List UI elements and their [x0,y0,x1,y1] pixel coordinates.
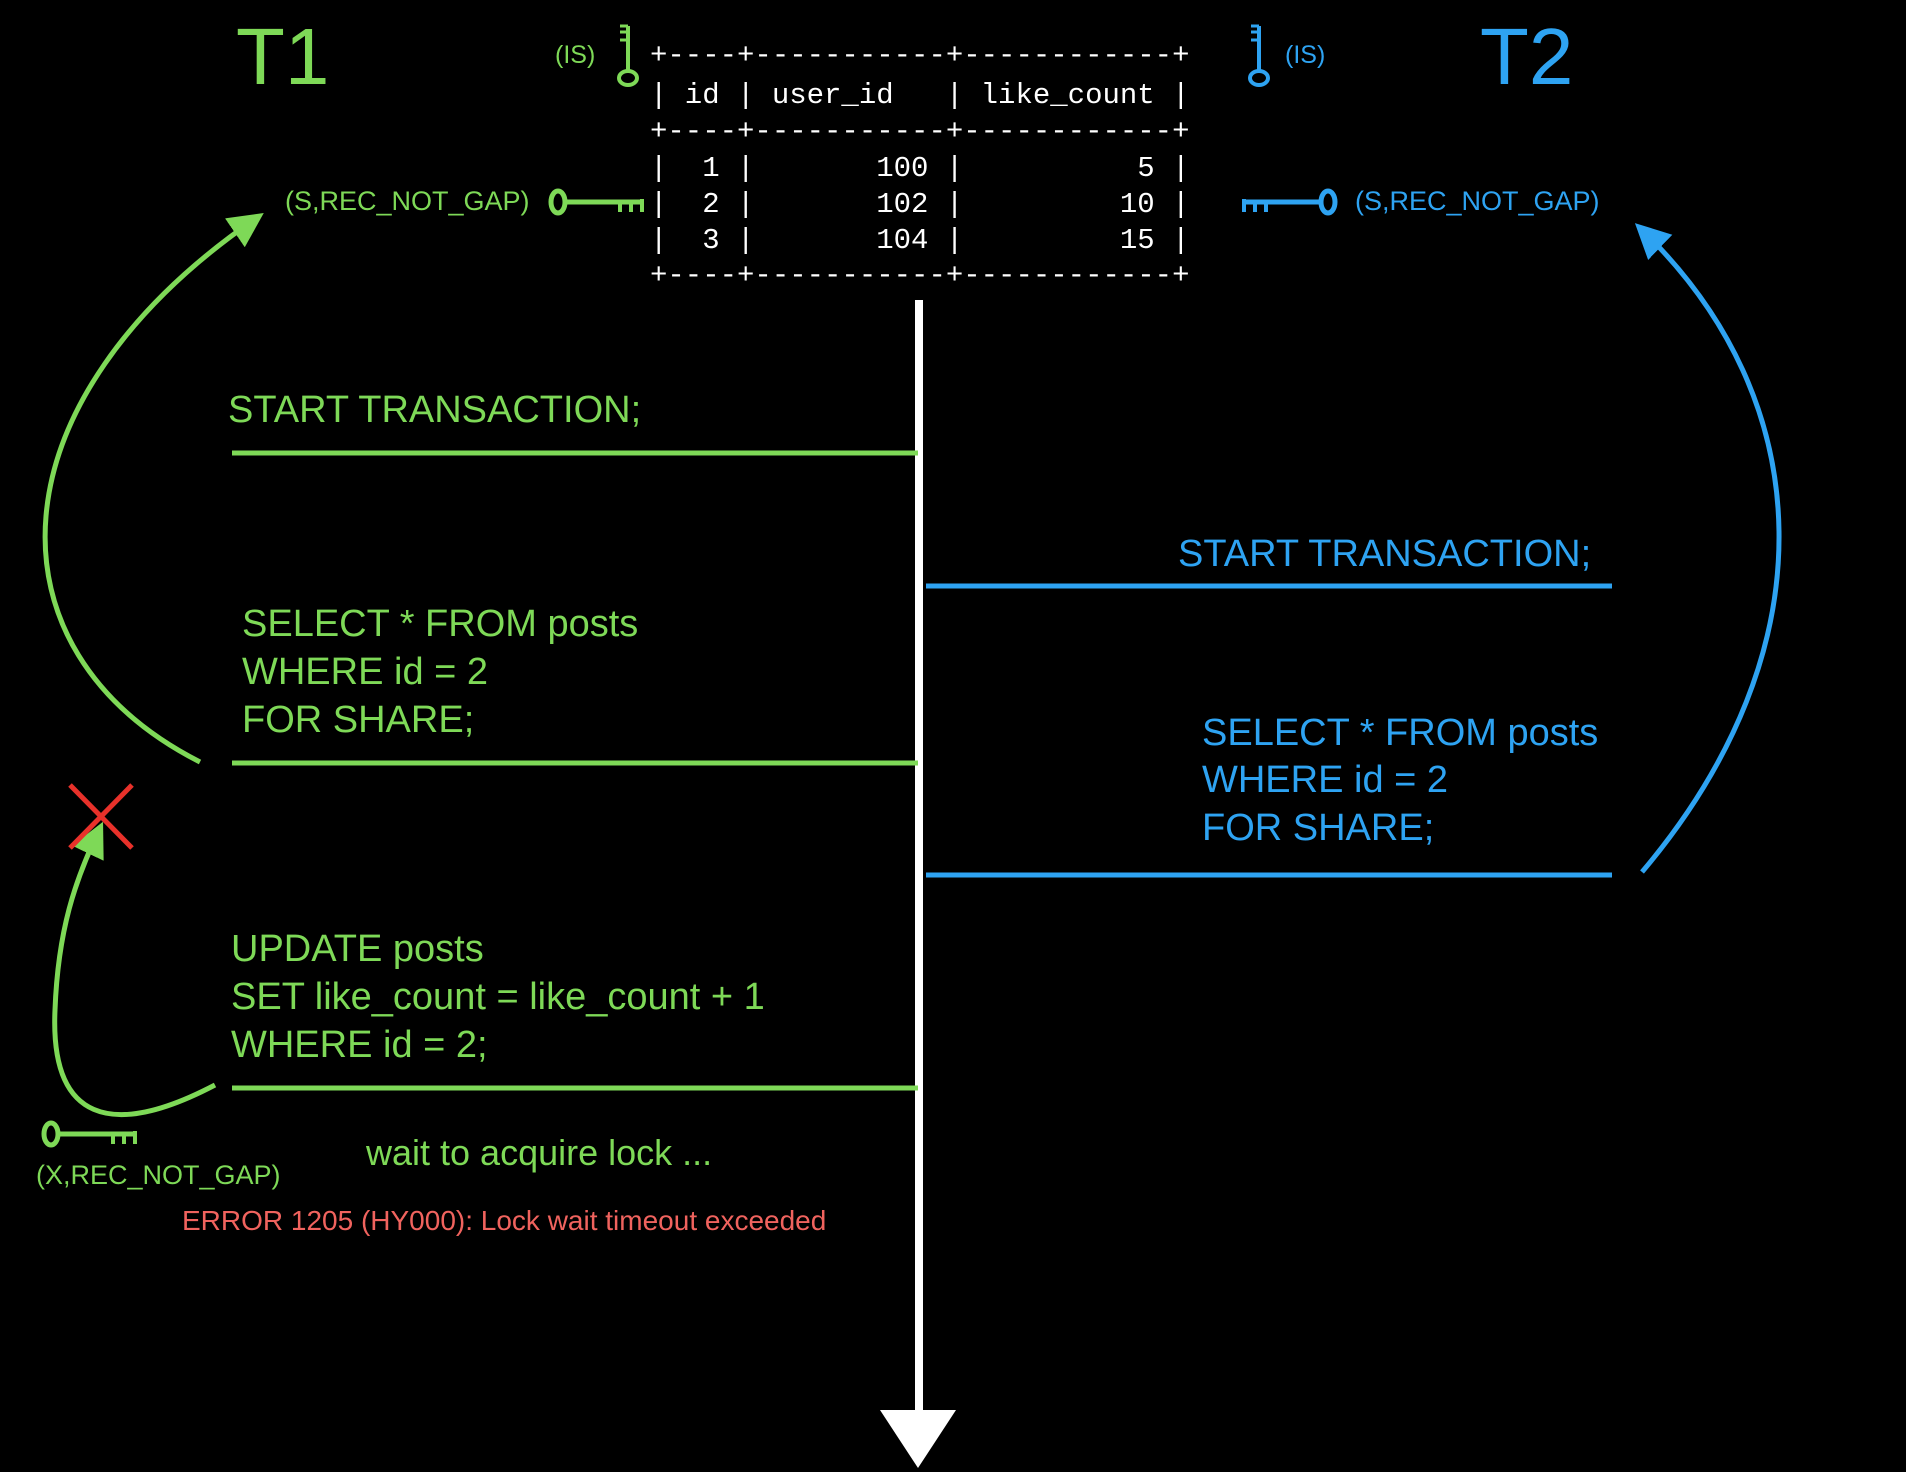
t1-select-lock-arrow [42,213,264,765]
key-icon [1244,191,1335,213]
statement-line: FOR SHARE; [1202,807,1434,849]
wait-status: wait to acquire lock ... [365,1132,712,1173]
t1-update-lock-label: (X,REC_NOT_GAP) [36,1160,281,1190]
t1-table-lock-label: (IS) [555,41,595,69]
statement-line: WHERE id = 2; [231,1024,488,1066]
statement-line: FOR SHARE; [242,699,474,741]
table-row: | 1 | 100 | 5 | [650,152,1190,185]
table-row: | 2 | 102 | 10 | [650,188,1190,221]
table-border-top: +----+-----------+------------+ [650,39,1190,72]
key-icon [617,24,639,87]
t1-title: T1 [236,12,329,101]
table-header: | id | user_id | like_count | [650,79,1190,112]
t1-row-lock-label: (S,REC_NOT_GAP) [285,186,530,216]
t1-start-statement: START TRANSACTION; [228,389,641,431]
key-icon [551,191,642,213]
error-message: ERROR 1205 (HY000): Lock wait timeout ex… [182,1205,826,1236]
t2-row-lock-label: (S,REC_NOT_GAP) [1355,186,1600,216]
statement-line: UPDATE posts [231,928,484,970]
statement-line: SELECT * FROM posts [242,603,638,645]
t2-start-statement: START TRANSACTION; [1178,533,1591,575]
table-border-bottom: +----+-----------+------------+ [650,259,1190,292]
cross-icon [68,783,134,850]
t2-title: T2 [1480,12,1573,101]
t2-table-lock-label: (IS) [1285,41,1325,69]
statement-line: WHERE id = 2 [242,651,488,693]
t1-update-statement: UPDATE posts SET like_count = like_count… [231,928,765,1066]
statement-line: WHERE id = 2 [1202,759,1448,801]
t2-select-statement: SELECT * FROM posts WHERE id = 2 FOR SHA… [1202,712,1598,849]
statement-line: SET like_count = like_count + 1 [231,976,765,1018]
t1-update-lock-arrow [52,821,217,1117]
key-icon [44,1123,135,1145]
statement-line: SELECT * FROM posts [1202,712,1598,754]
t1-select-statement: SELECT * FROM posts WHERE id = 2 FOR SHA… [242,603,638,741]
table-row: | 3 | 104 | 15 | [650,224,1190,257]
posts-table: +----+-----------+------------+ | id | u… [650,39,1190,292]
arrowhead-icon [880,1410,956,1468]
table-border-mid: +----+-----------+------------+ [650,115,1190,148]
t2-select-lock-arrow [1634,223,1782,874]
key-icon [1248,24,1270,87]
